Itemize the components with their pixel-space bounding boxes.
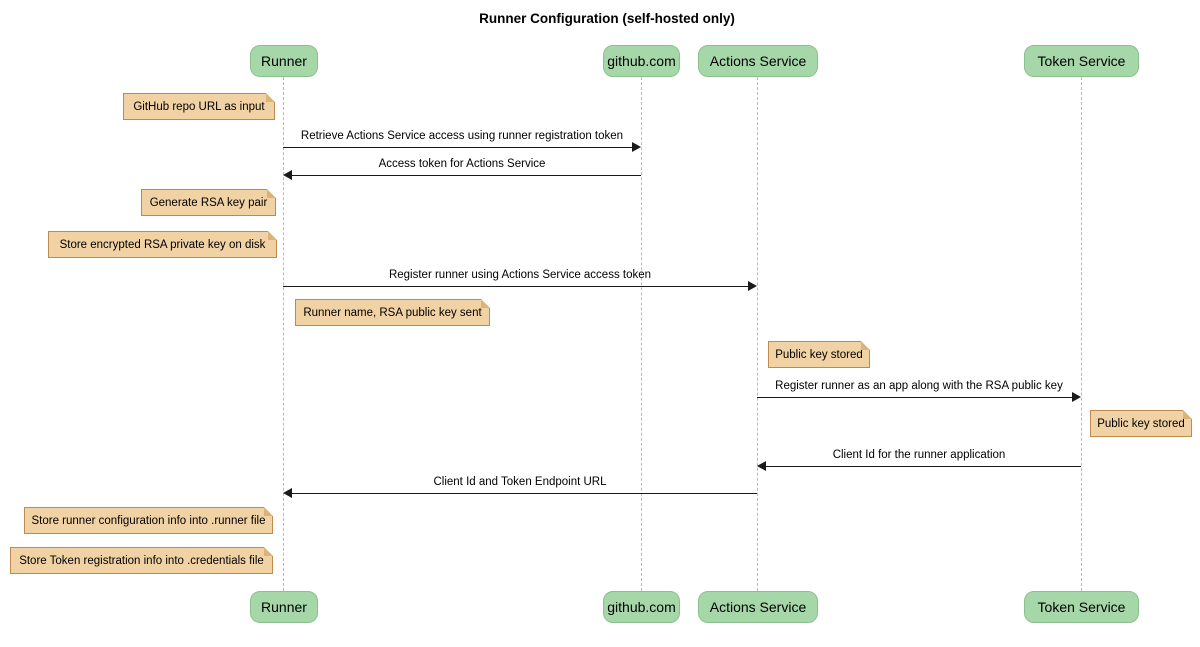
message-label: Access token for Actions Service [378, 158, 546, 170]
note-store-credentials-file: Store Token registration info into .cred… [10, 547, 273, 574]
message-line [283, 286, 748, 287]
participant-token-service-bottom: Token Service [1024, 591, 1139, 623]
participant-token-service-top: Token Service [1024, 45, 1139, 77]
message-line [292, 493, 757, 494]
lifeline-actions-service [757, 77, 758, 591]
note-runner-name-sent: Runner name, RSA public key sent [295, 299, 490, 326]
participant-actions-service-bottom: Actions Service [698, 591, 818, 623]
participant-runner-top: Runner [250, 45, 318, 77]
arrowhead-left-icon [283, 170, 292, 180]
message-label: Client Id and Token Endpoint URL [433, 476, 607, 488]
participant-github-top: github.com [603, 45, 680, 77]
participant-github-bottom: github.com [603, 591, 680, 623]
note-generate-rsa-keypair: Generate RSA key pair [141, 189, 276, 216]
lifeline-runner [283, 77, 284, 591]
message-label: Retrieve Actions Service access using ru… [300, 130, 624, 142]
arrowhead-left-icon [757, 461, 766, 471]
arrowhead-right-icon [1072, 392, 1081, 402]
message-line [766, 466, 1081, 467]
message-line [757, 397, 1072, 398]
arrowhead-right-icon [748, 281, 757, 291]
message-label: Client Id for the runner application [832, 449, 1006, 461]
note-public-key-stored-actions: Public key stored [768, 341, 870, 368]
arrowhead-left-icon [283, 488, 292, 498]
note-store-private-key: Store encrypted RSA private key on disk [48, 231, 277, 258]
message-label: Register runner as an app along with the… [775, 380, 1063, 392]
note-public-key-stored-token: Public key stored [1090, 410, 1192, 437]
note-github-repo-url: GitHub repo URL as input [123, 93, 275, 120]
message-label: Register runner using Actions Service ac… [388, 269, 652, 281]
arrowhead-right-icon [632, 142, 641, 152]
note-store-runner-file: Store runner configuration info into .ru… [24, 507, 273, 534]
participant-actions-service-top: Actions Service [698, 45, 818, 77]
message-line [292, 175, 641, 176]
participant-runner-bottom: Runner [250, 591, 318, 623]
lifeline-token-service [1081, 77, 1082, 591]
diagram-title: Runner Configuration (self-hosted only) [479, 11, 735, 26]
message-line [283, 147, 632, 148]
lifeline-github [641, 77, 642, 591]
